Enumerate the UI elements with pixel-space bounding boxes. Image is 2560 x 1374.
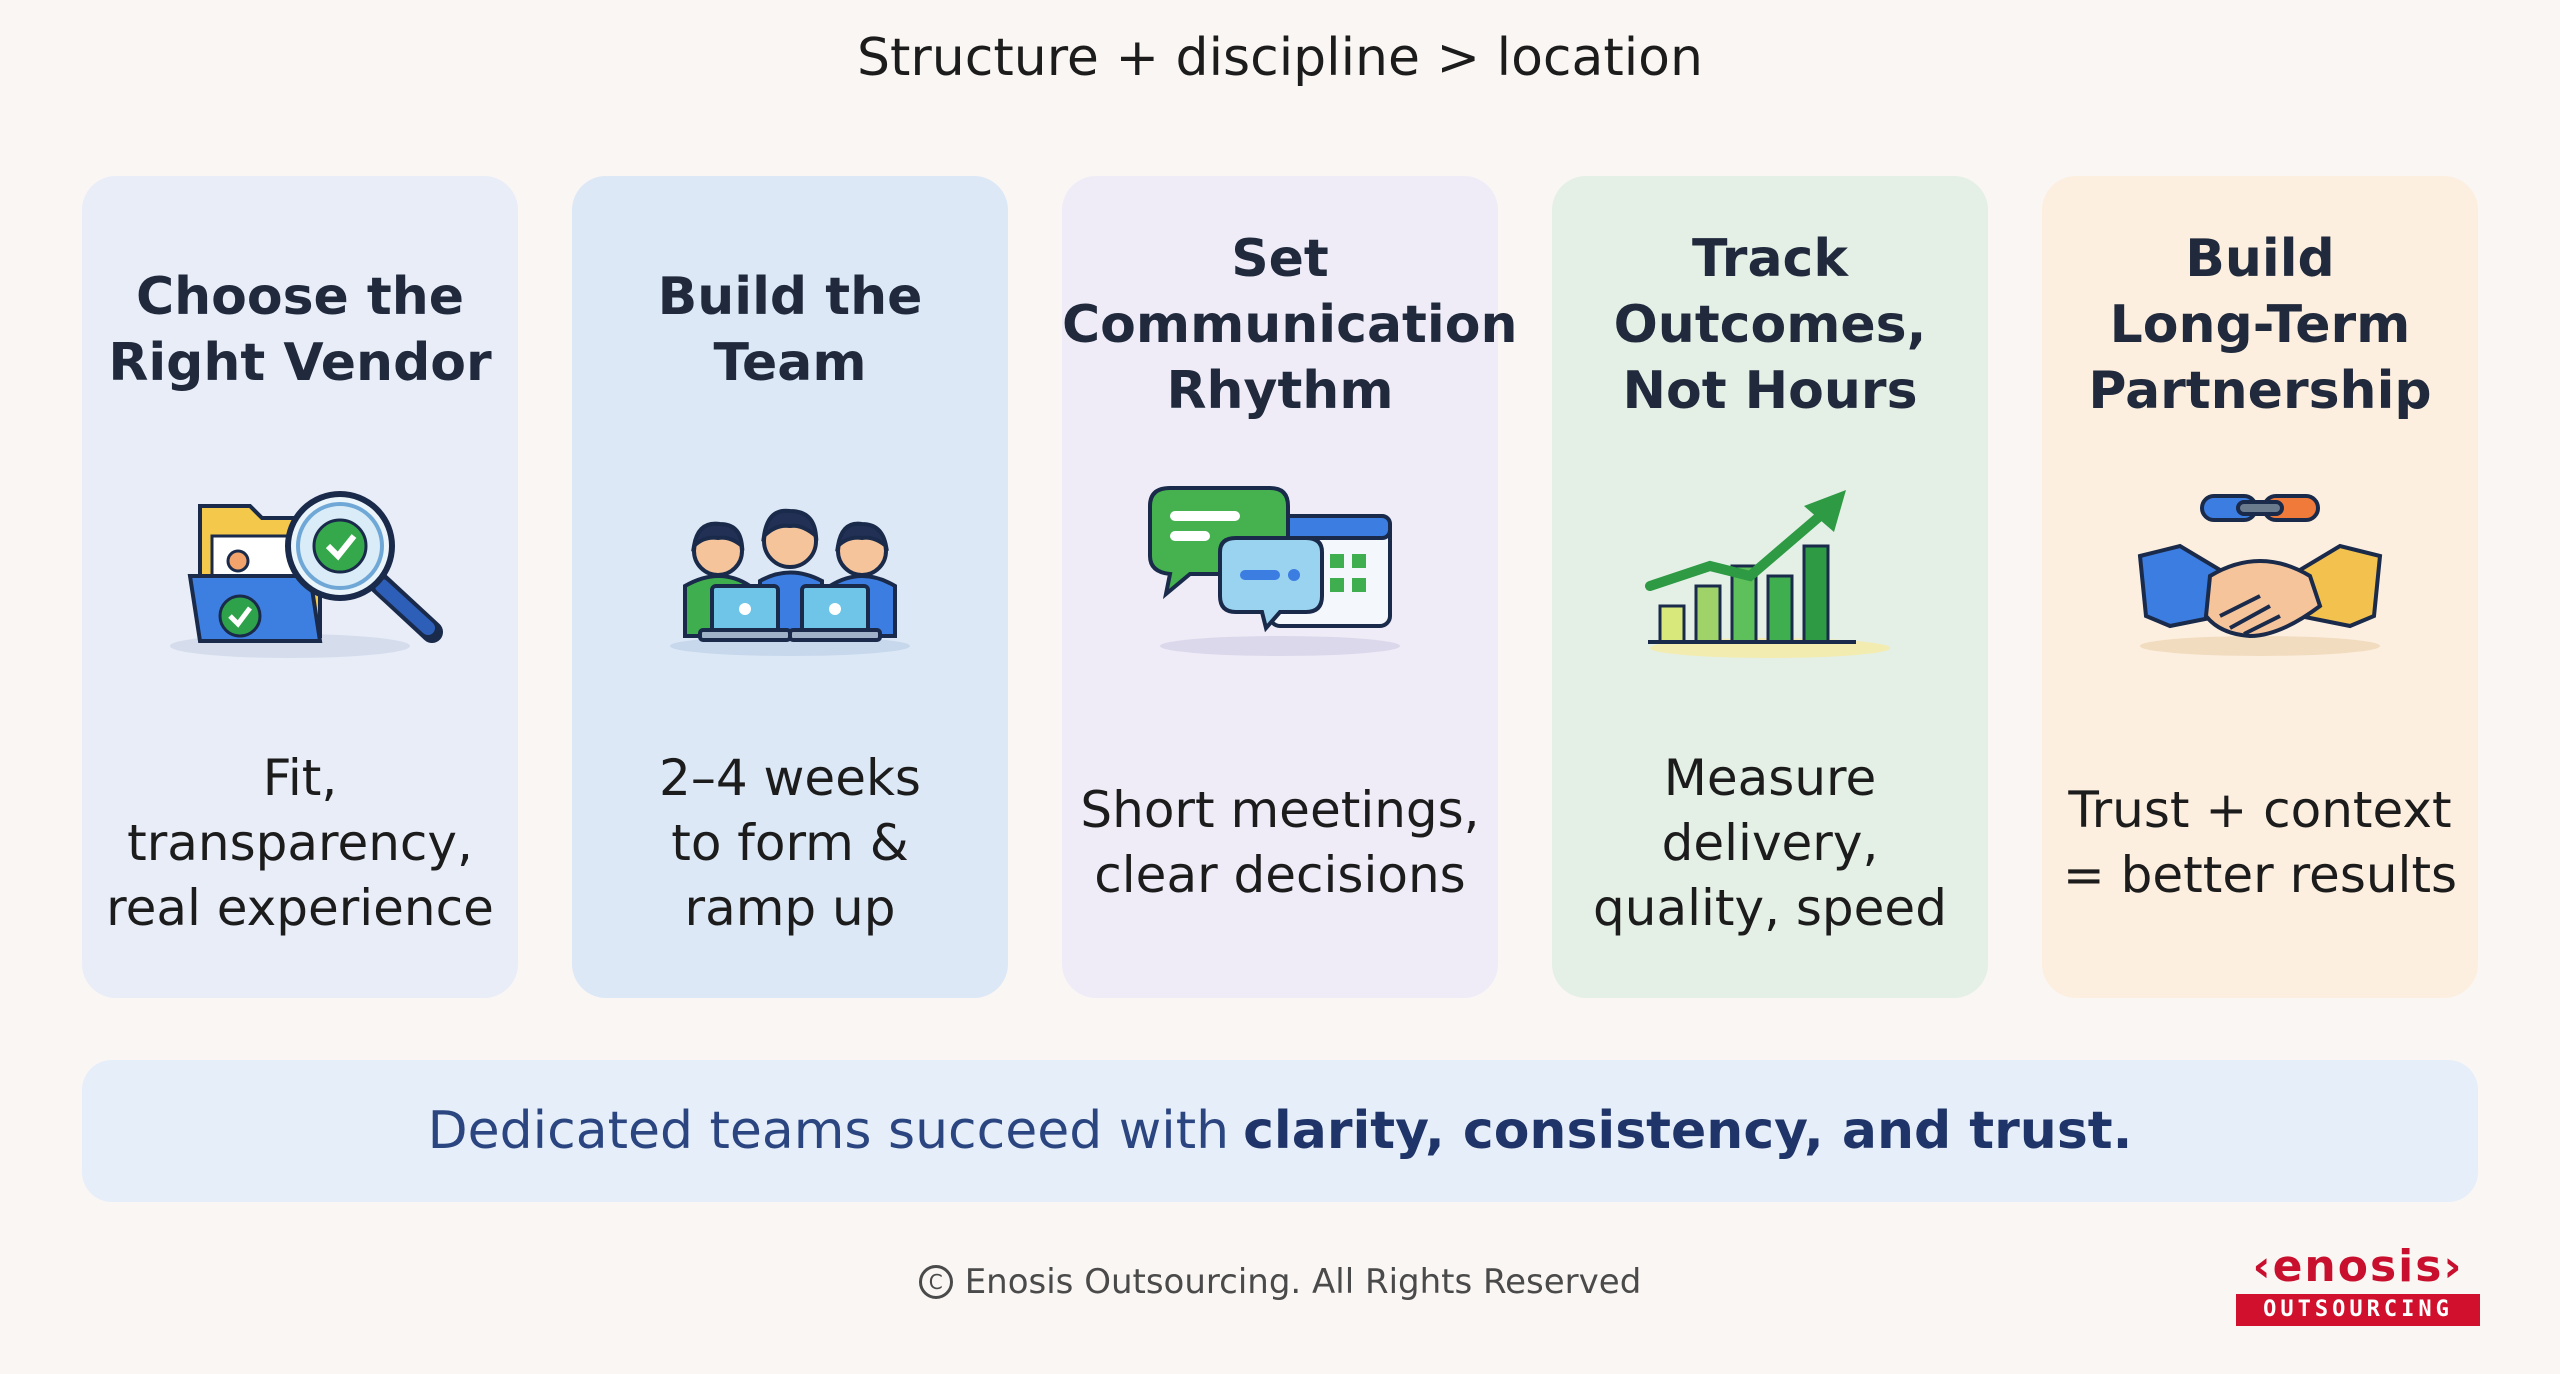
card-description: Measure delivery, quality, speed: [1593, 749, 1947, 937]
card-description: Short meetings, clear decisions: [1080, 781, 1480, 904]
card-long-term-partnership: Build Long-Term Partnership Trust + cont…: [2042, 176, 2478, 998]
card-title: Build the Team: [657, 267, 923, 393]
enosis-logo: ‹enosis› OUTSOURCING: [2236, 1244, 2480, 1330]
footer: C Enosis Outsourcing. All Rights Reserve…: [0, 1262, 2560, 1302]
copyright-icon: C: [918, 1265, 953, 1299]
banner-emphasis: clarity, consistency, and trust.: [1243, 1101, 2133, 1161]
card-description: Trust + context = better results: [2062, 781, 2458, 904]
card-title: Choose the Right Vendor: [108, 267, 492, 393]
card-title: Set Communication Rhythm: [1062, 229, 1518, 421]
card-title: Track Outcomes, Not Hours: [1613, 229, 1927, 421]
team-laptops-icon: [670, 508, 910, 656]
card-track-outcomes: Track Outcomes, Not Hours Measure delive…: [1552, 176, 1988, 998]
handshake-icon: [2137, 494, 2383, 656]
banner-text: Dedicated teams succeed with: [427, 1101, 1230, 1161]
card-description: 2–4 weeks to form & ramp up: [659, 749, 921, 937]
card-choose-vendor: Choose the Right Vendor Fit, transparenc…: [82, 176, 518, 998]
card-description: Fit, transparency, real experience: [106, 749, 494, 937]
logo-subtitle: OUTSOURCING: [2236, 1294, 2480, 1326]
logo-wordmark: ‹enosis›: [2252, 1241, 2464, 1292]
vendor-search-icon: [170, 491, 443, 658]
chat-bubbles-icon: [1148, 486, 1400, 656]
card-title: Build Long-Term Partnership: [2088, 229, 2432, 421]
summary-banner: Dedicated teams succeed with clarity, co…: [82, 1060, 2478, 1202]
card-build-team: Build the Team 2–4 weeks to form & ramp …: [572, 176, 1008, 998]
page-title: Structure + discipline > location: [857, 28, 1703, 88]
copyright-text: Enosis Outsourcing. All Rights Reserved: [964, 1262, 1642, 1302]
card-communication-rhythm: Set Communication Rhythm Short meetings,…: [1062, 176, 1518, 998]
growth-chart-icon: [1645, 490, 1890, 658]
